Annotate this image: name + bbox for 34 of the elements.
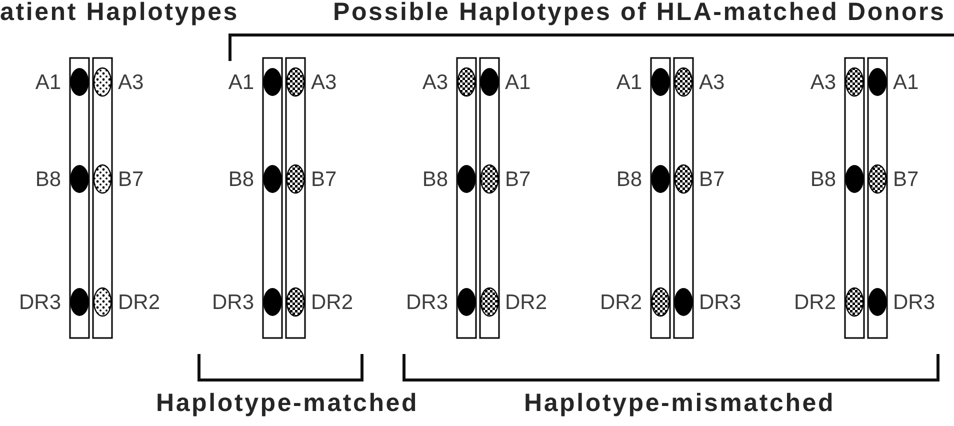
allele-label: B7 bbox=[118, 168, 144, 190]
allele-label: A3 bbox=[699, 72, 725, 93]
allele-label: B8 bbox=[228, 168, 254, 190]
allele-label: DR3 bbox=[406, 292, 448, 313]
allele-label: DR3 bbox=[893, 292, 936, 313]
group-heading: atient Haplotypes bbox=[0, 0, 239, 25]
allele-label: A3 bbox=[311, 72, 337, 93]
allele-label: DR3 bbox=[18, 292, 61, 313]
allele-label: B8 bbox=[422, 168, 448, 190]
allele-label: B7 bbox=[505, 168, 531, 190]
group-label: Haplotype-matched bbox=[156, 391, 419, 416]
allele-label: A3 bbox=[118, 72, 144, 93]
allele-label: DR2 bbox=[311, 292, 354, 313]
allele-label: A3 bbox=[810, 72, 836, 93]
group-label: Haplotype-mismatched bbox=[524, 391, 836, 416]
allele-label: B8 bbox=[810, 168, 836, 190]
allele-label: B8 bbox=[616, 168, 642, 190]
allele-label: B7 bbox=[311, 168, 337, 190]
allele-label: DR2 bbox=[505, 292, 548, 313]
group-heading: Possible Haplotypes of HLA-matched Donors bbox=[333, 0, 946, 25]
allele-label: A1 bbox=[505, 72, 531, 93]
allele-label: A1 bbox=[228, 72, 254, 93]
allele-label: B8 bbox=[35, 168, 61, 190]
allele-label: DR3 bbox=[699, 292, 742, 313]
allele-label: B7 bbox=[893, 168, 919, 190]
allele-label: DR3 bbox=[212, 292, 254, 313]
allele-label: DR2 bbox=[118, 292, 160, 313]
allele-label: DR2 bbox=[600, 292, 642, 313]
allele-label: A1 bbox=[35, 72, 61, 93]
allele-label: A3 bbox=[422, 72, 448, 93]
allele-label: A1 bbox=[616, 72, 642, 93]
allele-label: B7 bbox=[699, 168, 725, 190]
allele-label: A1 bbox=[893, 72, 919, 93]
allele-label: DR2 bbox=[794, 292, 836, 313]
